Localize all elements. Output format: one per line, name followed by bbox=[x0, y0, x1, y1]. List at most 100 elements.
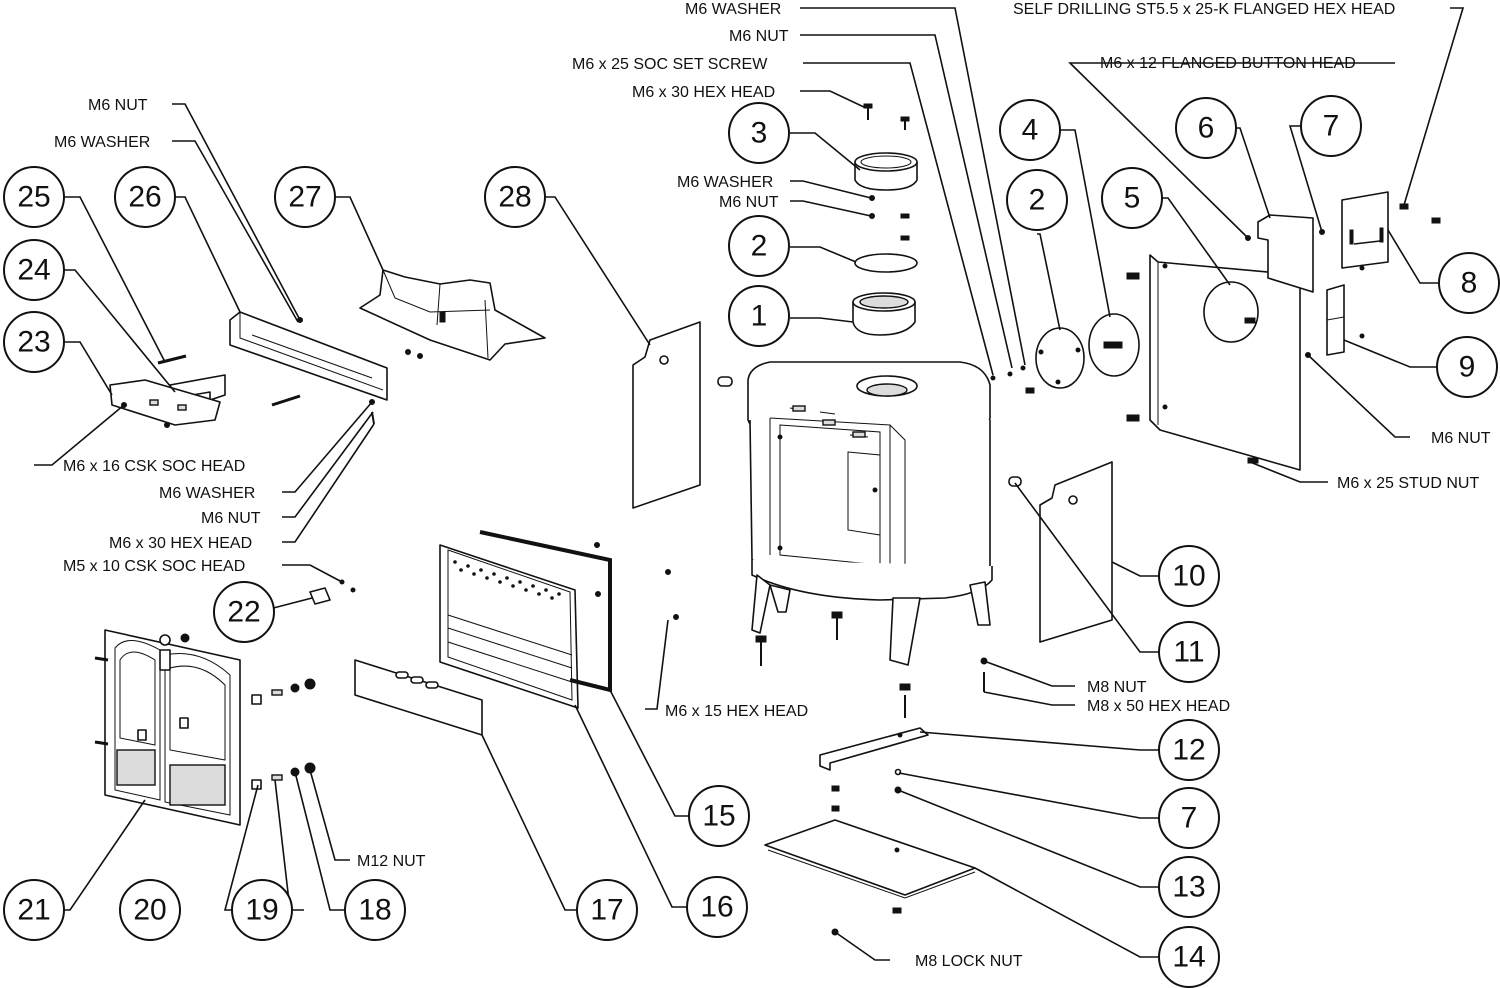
label-m6-x30-hex-head-top: M6 x 30 HEX HEAD bbox=[632, 84, 775, 101]
callout-24: 24 bbox=[3, 239, 65, 301]
label-m6-csk-soc-head: M6 x 16 CSK SOC HEAD bbox=[63, 458, 245, 475]
label-m6-x30-hex-head-lower: M6 x 30 HEX HEAD bbox=[109, 535, 252, 552]
svg-text:25: 25 bbox=[17, 181, 50, 214]
callout-18: 18 bbox=[344, 879, 406, 941]
callout-13: 13 bbox=[1158, 856, 1220, 918]
svg-text:24: 24 bbox=[17, 254, 50, 287]
callout-2-side: 2 bbox=[1006, 169, 1068, 231]
svg-text:1: 1 bbox=[751, 300, 768, 333]
part-baffle-plate bbox=[359, 269, 546, 361]
part-block bbox=[309, 579, 356, 605]
svg-text:16: 16 bbox=[700, 891, 733, 924]
label-m6-x15-hex-head: M6 x 15 HEX HEAD bbox=[665, 703, 808, 720]
label-self-drilling-screw: SELF DRILLING ST5.5 x 25-K FLANGED HEX H… bbox=[1013, 1, 1395, 18]
svg-text:15: 15 bbox=[702, 800, 735, 833]
part-base-plate bbox=[764, 819, 976, 936]
leader-lines bbox=[34, 7, 1465, 961]
label-m6-washer-left: M6 WASHER bbox=[54, 134, 150, 151]
part-bottom-bracket bbox=[819, 727, 929, 812]
callout-11: 11 bbox=[1158, 621, 1220, 683]
label-m6-washer-lower: M6 WASHER bbox=[159, 485, 255, 502]
callout-8: 8 bbox=[1438, 252, 1500, 314]
svg-text:26: 26 bbox=[128, 181, 161, 214]
callout-3: 3 bbox=[728, 102, 790, 164]
label-m6-soc-set-screw: M6 x 25 SOC SET SCREW bbox=[572, 56, 768, 73]
part-hinge-hardware bbox=[251, 678, 316, 790]
svg-text:28: 28 bbox=[498, 181, 531, 214]
part-door-seal bbox=[479, 530, 679, 693]
callout-19: 19 bbox=[231, 879, 293, 941]
svg-text:2: 2 bbox=[1029, 184, 1046, 217]
svg-text:22: 22 bbox=[227, 596, 260, 629]
part-right-side-panel bbox=[1008, 461, 1113, 643]
svg-text:11: 11 bbox=[1173, 636, 1204, 669]
part-left-side-panel bbox=[632, 321, 733, 509]
stove-body bbox=[747, 361, 993, 666]
svg-text:13: 13 bbox=[1172, 871, 1205, 904]
svg-text:20: 20 bbox=[133, 894, 166, 927]
callout-28: 28 bbox=[484, 166, 546, 228]
part-labels: M6 WASHER M6 NUT M6 x 25 SOC SET SCREW M… bbox=[54, 1, 1491, 970]
svg-text:4: 4 bbox=[1022, 114, 1039, 147]
callout-22: 22 bbox=[213, 581, 275, 643]
svg-text:21: 21 bbox=[17, 894, 50, 927]
label-m6-washer-mid: M6 WASHER bbox=[677, 174, 773, 191]
callout-25: 25 bbox=[3, 166, 65, 228]
callouts: 1 2 3 4 2 5 6 7 8 9 10 11 12 7 13 14 15 … bbox=[3, 95, 1500, 988]
callout-12: 12 bbox=[1158, 719, 1220, 781]
label-m6-nut-right: M6 NUT bbox=[1431, 430, 1491, 447]
callout-23: 23 bbox=[3, 311, 65, 373]
label-m6-flanged-button-head: M6 x 12 FLANGED BUTTON HEAD bbox=[1100, 55, 1356, 72]
part-brackets bbox=[109, 354, 226, 428]
callout-14: 14 bbox=[1158, 926, 1220, 988]
svg-text:2: 2 bbox=[751, 230, 768, 263]
svg-text:5: 5 bbox=[1124, 182, 1141, 215]
callout-7-bottom: 7 bbox=[1158, 787, 1220, 849]
label-m12-nut: M12 NUT bbox=[357, 853, 426, 870]
part-gasket-ring bbox=[854, 253, 918, 273]
svg-text:8: 8 bbox=[1461, 267, 1478, 300]
callout-6: 6 bbox=[1175, 97, 1237, 159]
label-m6-stud-nut: M6 x 25 STUD NUT bbox=[1337, 475, 1479, 492]
callout-15: 15 bbox=[688, 785, 750, 847]
part-blanking-plates bbox=[990, 313, 1140, 394]
svg-text:27: 27 bbox=[288, 181, 321, 214]
label-m6-nut-lower: M6 NUT bbox=[201, 510, 261, 527]
svg-text:23: 23 bbox=[17, 326, 50, 359]
part-flue-collar bbox=[852, 292, 916, 336]
callout-27: 27 bbox=[274, 166, 336, 228]
bottom-screws bbox=[755, 611, 988, 718]
callout-21: 21 bbox=[3, 879, 65, 941]
label-m5-csk-soc-head: M5 x 10 CSK SOC HEAD bbox=[63, 558, 245, 575]
part-door-panel bbox=[439, 544, 579, 709]
svg-text:17: 17 bbox=[590, 894, 623, 927]
part-rear-heat-shield bbox=[1126, 254, 1301, 471]
callout-16: 16 bbox=[686, 876, 748, 938]
callout-20: 20 bbox=[119, 879, 181, 941]
part-spigot-ring bbox=[854, 152, 918, 191]
label-m6-nut-mid: M6 NUT bbox=[719, 194, 779, 211]
callout-1: 1 bbox=[728, 285, 790, 347]
callout-9: 9 bbox=[1436, 336, 1498, 398]
callout-10: 10 bbox=[1158, 545, 1220, 607]
label-m6-nut-left: M6 NUT bbox=[88, 97, 148, 114]
label-m8-nut: M8 NUT bbox=[1087, 679, 1147, 696]
svg-text:10: 10 bbox=[1172, 560, 1205, 593]
svg-text:18: 18 bbox=[358, 894, 391, 927]
label-m6-nut-top: M6 NUT bbox=[729, 28, 789, 45]
callout-17: 17 bbox=[576, 879, 638, 941]
svg-text:12: 12 bbox=[1172, 734, 1205, 767]
svg-text:6: 6 bbox=[1198, 112, 1215, 145]
svg-text:3: 3 bbox=[751, 117, 768, 150]
callout-2-top: 2 bbox=[728, 215, 790, 277]
svg-text:19: 19 bbox=[245, 894, 278, 927]
part-channel bbox=[229, 311, 388, 425]
svg-text:7: 7 bbox=[1181, 802, 1198, 835]
callout-4: 4 bbox=[999, 99, 1061, 161]
callout-5: 5 bbox=[1101, 167, 1163, 229]
svg-text:9: 9 bbox=[1459, 351, 1476, 384]
label-m8-hex-head: M8 x 50 HEX HEAD bbox=[1087, 698, 1230, 715]
svg-text:7: 7 bbox=[1323, 110, 1340, 143]
